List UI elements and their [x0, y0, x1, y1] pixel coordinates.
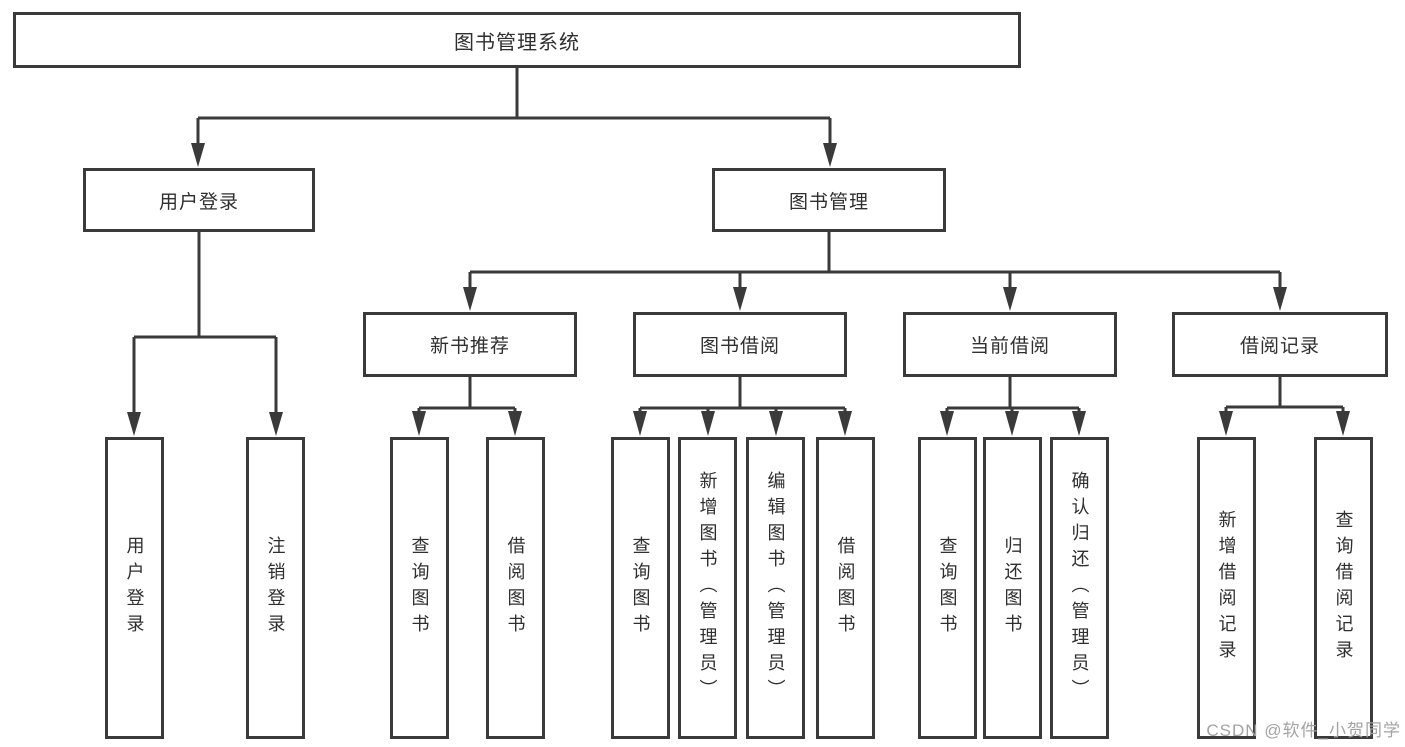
- leaf-label: 注销登录: [265, 536, 286, 640]
- node-box-borrow-records: 借阅记录: [1172, 312, 1388, 377]
- leaf-label: 查询图书: [937, 536, 958, 640]
- leaf-label: 归还图书: [1002, 536, 1023, 640]
- leaf-label: 编辑图书（管理员）: [765, 471, 786, 705]
- leaf-label: 查询借阅记录: [1333, 510, 1354, 666]
- leaf-label: 查询图书: [409, 536, 430, 640]
- leaf-label: 新增图书（管理员）: [697, 471, 718, 705]
- connector-new-book-rec-branch: [412, 377, 522, 436]
- node-box-current-borrow: 当前借阅: [903, 312, 1117, 377]
- node-box-book-borrow: 图书借阅: [633, 312, 847, 377]
- node-label-user-login: 用户登录: [158, 191, 239, 213]
- node-label-book-borrow: 图书借阅: [699, 336, 780, 357]
- node-label-borrow-records: 借阅记录: [1239, 336, 1320, 357]
- connector-current-borrow-branch: [940, 377, 1086, 436]
- node-box-book-mgmt: 图书管理: [712, 168, 946, 232]
- csdn-watermark: CSDN @软件_小贺同学: [1206, 721, 1401, 740]
- leaf-box-edit-books-admin: 编辑图书（管理员）: [746, 437, 805, 739]
- node-box-user-login: 用户登录: [83, 168, 315, 232]
- connector-borrow-records-branch: [1219, 377, 1350, 436]
- leaf-label: 借阅图书: [835, 536, 856, 640]
- connector-root-to-level2: [191, 68, 837, 167]
- leaf-box-query-books-2: 查询图书: [611, 437, 670, 739]
- leaf-box-borrow-books-1: 借阅图书: [486, 437, 545, 739]
- connector-book-borrow-branch: [633, 377, 852, 436]
- node-label-book-mgmt: 图书管理: [788, 191, 869, 213]
- node-label-current-borrow: 当前借阅: [969, 336, 1050, 357]
- leaf-box-return-books: 归还图书: [983, 437, 1042, 739]
- leaf-box-query-borrow-record: 查询借阅记录: [1314, 437, 1373, 739]
- leaf-box-logout: 注销登录: [246, 437, 305, 739]
- node-label-root: 图书管理系统: [454, 31, 580, 54]
- leaf-box-add-borrow-record: 新增借阅记录: [1197, 437, 1256, 739]
- node-box-root: 图书管理系统: [13, 12, 1021, 68]
- leaf-box-query-books-3: 查询图书: [918, 437, 977, 739]
- leaf-label: 查询图书: [630, 536, 651, 640]
- leaf-label: 确认归还（管理员）: [1069, 471, 1090, 705]
- connector-user-login-branch: [127, 232, 283, 436]
- leaf-label: 借阅图书: [505, 536, 526, 640]
- node-label-new-book-rec: 新书推荐: [429, 336, 510, 357]
- leaf-label: 用户登录: [124, 536, 145, 640]
- leaf-box-add-books-admin: 新增图书（管理员）: [678, 437, 737, 739]
- leaf-label: 新增借阅记录: [1216, 510, 1237, 666]
- leaf-box-user-login: 用户登录: [105, 437, 164, 739]
- connector-book-mgmt-branch: [463, 232, 1287, 311]
- leaf-box-borrow-books-2: 借阅图书: [816, 437, 875, 739]
- leaf-box-query-books-1: 查询图书: [390, 437, 449, 739]
- node-box-new-book-rec: 新书推荐: [363, 312, 577, 377]
- leaf-box-confirm-return: 确认归还（管理员）: [1050, 437, 1109, 739]
